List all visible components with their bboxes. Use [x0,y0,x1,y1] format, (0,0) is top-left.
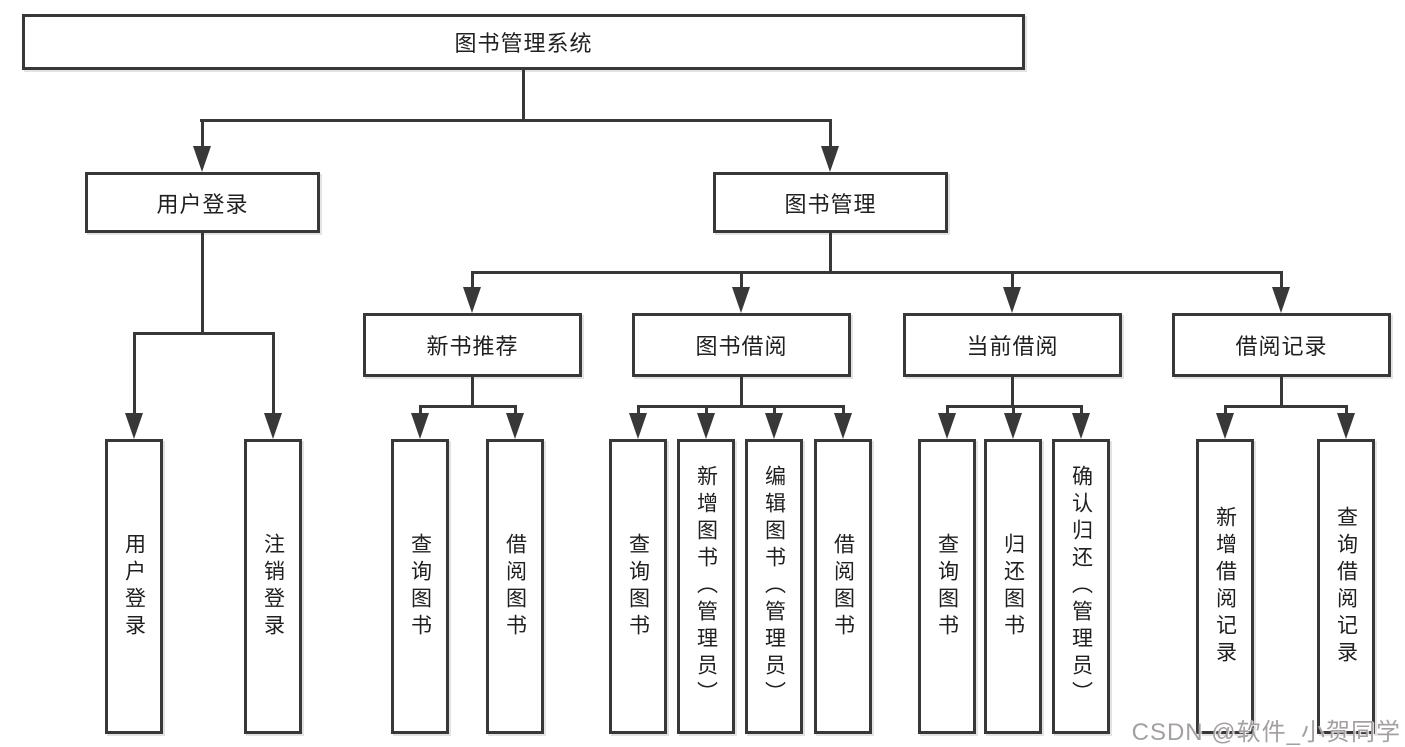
connector-vline [772,405,776,414]
connector-vline [1079,405,1083,414]
arrowhead-down-icon [938,413,956,439]
arrowhead-down-icon [1072,413,1090,439]
node-root: 图书管理系统 [22,14,1025,70]
arrowhead-down-icon [834,413,852,439]
arrowhead-down-icon [193,146,211,172]
node-book-management-label: 图书管理 [784,191,877,217]
leaf-recommend-borrow-book-label: 借阅图书 [503,532,527,641]
connector-vline [636,405,640,414]
connector-vline [132,332,136,413]
watermark: CSDN @软件_小贺同学 [1131,719,1401,746]
arrowhead-down-icon [1003,287,1021,313]
leaf-borrow-add-book-admin-label: 新增图书（管理员） [694,465,718,708]
leaf-borrow-query-book-label: 查询图书 [626,532,650,641]
node-current-borrow-label: 当前借阅 [966,334,1059,359]
connector-vline [1223,405,1227,414]
leaf-current-query-book: 查询图书 [918,439,976,734]
arrowhead-down-icon [264,413,282,439]
connector-vline [1280,377,1283,407]
connector-hline [132,332,275,335]
node-current-borrow: 当前借阅 [903,313,1122,377]
leaf-borrow-borrow-book: 借阅图书 [814,439,872,734]
connector-vline [1011,271,1014,287]
arrowhead-down-icon [697,413,715,439]
connector-vline [1344,405,1348,414]
arrowhead-down-icon [1337,413,1355,439]
connector-vline [1011,405,1015,414]
node-new-book-recommend-label: 新书推荐 [426,334,519,359]
leaf-recommend-borrow-book: 借阅图书 [486,439,544,734]
connector-vline [740,271,743,287]
leaf-record-query-borrow-record-label: 查询借阅记录 [1334,505,1358,668]
leaf-borrow-edit-book-admin: 编辑图书（管理员） [745,439,803,734]
leaf-borrow-add-book-admin: 新增图书（管理员） [677,439,735,734]
arrowhead-down-icon [732,287,750,313]
leaf-current-confirm-return-admin: 确认归还（管理员） [1052,439,1110,734]
connector-vline [828,233,832,274]
connector-vline [1280,271,1283,287]
connector-vline [200,121,204,148]
leaf-record-add-borrow-record-label: 新增借阅记录 [1213,505,1237,668]
leaf-record-add-borrow-record: 新增借阅记录 [1196,439,1254,734]
leaf-current-confirm-return-admin-label: 确认归还（管理员） [1069,465,1093,708]
leaf-borrow-edit-book-admin-label: 编辑图书（管理员） [762,465,786,708]
arrowhead-down-icon [463,287,481,313]
arrowhead-down-icon [821,146,839,172]
connector-vline [513,405,517,414]
connector-vline [418,405,422,414]
node-user-login-label: 用户登录 [156,191,249,217]
leaf-recommend-query-book: 查询图书 [391,439,449,734]
arrowhead-down-icon [629,413,647,439]
leaf-user-login-label: 用户登录 [122,532,146,641]
node-book-borrow: 图书借阅 [632,313,851,377]
connector-hline [418,405,517,408]
leaf-current-return-book: 归还图书 [984,439,1042,734]
connector-vline [740,377,743,407]
leaf-user-login: 用户登录 [105,439,163,734]
leaf-logout-login-label: 注销登录 [261,532,285,641]
connector-vline [471,271,474,287]
connector-vline [704,405,708,414]
connector-vline [841,405,845,414]
node-borrow-record-label: 借阅记录 [1235,334,1328,359]
arrowhead-down-icon [1272,287,1290,313]
node-book-management: 图书管理 [713,172,948,233]
node-user-login: 用户登录 [85,172,320,233]
leaf-current-return-book-label: 归还图书 [1001,532,1025,641]
leaf-borrow-query-book: 查询图书 [609,439,667,734]
connector-hline [471,271,1283,274]
node-root-label: 图书管理系统 [454,31,593,56]
arrowhead-down-icon [125,413,143,439]
leaf-recommend-query-book-label: 查询图书 [408,532,432,641]
node-book-borrow-label: 图书借阅 [695,334,788,359]
connector-hline [636,405,845,408]
connector-vline [945,405,949,414]
connector-vline [828,121,832,148]
arrowhead-down-icon [506,413,524,439]
node-new-book-recommend: 新书推荐 [363,313,582,377]
leaf-logout-login: 注销登录 [244,439,302,734]
connector-vline [271,332,275,413]
arrowhead-down-icon [411,413,429,439]
arrowhead-down-icon [765,413,783,439]
arrowhead-down-icon [1216,413,1234,439]
node-borrow-record: 借阅记录 [1172,313,1391,377]
leaf-borrow-borrow-book-label: 借阅图书 [831,532,855,641]
connector-vline [200,233,204,334]
connector-vline [1011,377,1014,407]
arrowhead-down-icon [1004,413,1022,439]
leaf-current-query-book-label: 查询图书 [935,532,959,641]
connector-vline [522,70,525,121]
connector-hline [1223,405,1348,408]
connector-vline [471,377,474,407]
leaf-record-query-borrow-record: 查询借阅记录 [1317,439,1375,734]
connector-hline [200,119,832,122]
